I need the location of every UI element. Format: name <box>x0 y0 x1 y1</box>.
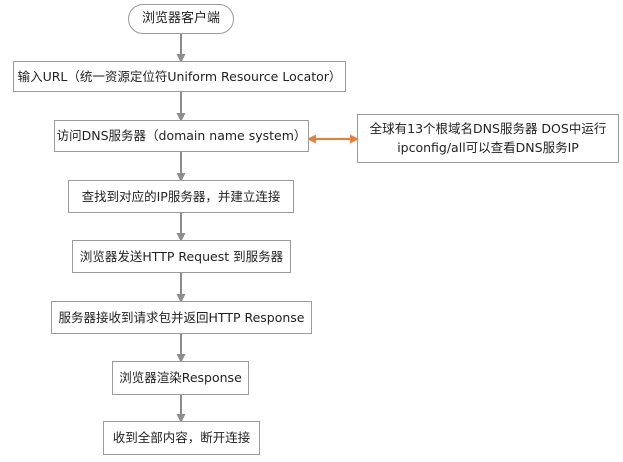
step-label: 查找到对应的IP服务器，并建立连接 <box>81 188 281 204</box>
step-input-url: 输入URL（统一资源定位符Uniform Resource Locator） <box>13 61 346 92</box>
step-label: 收到全部内容，断开连接 <box>112 430 251 446</box>
step-disconnect: 收到全部内容，断开连接 <box>103 421 260 455</box>
step-connect-server: 查找到对应的IP服务器，并建立连接 <box>68 180 294 213</box>
note-line: ipconfig/all可以查看DNS服务IP <box>397 139 579 155</box>
step-label: 服务器接收到请求包并返回HTTP Response <box>58 309 305 325</box>
step-label: 输入URL（统一资源定位符Uniform Resource Locator） <box>17 68 342 84</box>
step-label: 浏览器渲染Response <box>119 370 242 386</box>
step-label: 访问DNS服务器（domain name system） <box>56 128 307 144</box>
step-dns-lookup: 访问DNS服务器（domain name system） <box>54 120 309 152</box>
step-server-response: 服务器接收到请求包并返回HTTP Response <box>51 301 312 334</box>
dns-note: 全球有13个根域名DNS服务器 DOS中运行 ipconfig/all可以查看D… <box>357 114 619 163</box>
note-line: 全球有13个根域名DNS服务器 DOS中运行 <box>369 121 607 137</box>
start-node: 浏览器客户端 <box>128 4 234 34</box>
step-label: 浏览器发送HTTP Request 到服务器 <box>79 248 284 264</box>
step-render: 浏览器渲染Response <box>112 361 249 395</box>
step-send-request: 浏览器发送HTTP Request 到服务器 <box>72 240 291 273</box>
start-label: 浏览器客户端 <box>141 10 220 26</box>
